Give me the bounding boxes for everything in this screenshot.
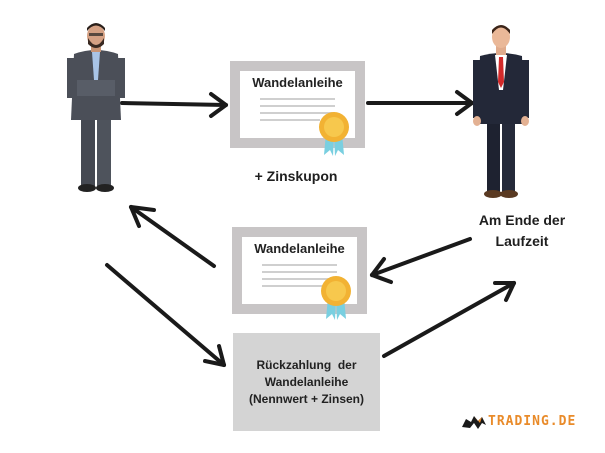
certificate-text-line [260,98,335,100]
top-certificate: Wandelanleihe [230,61,365,156]
arrow-certificate-to-issuer [366,90,474,116]
end-of-term-line-1: Am Ende der [478,212,566,228]
trading-de-logo: TRADING.DE [460,412,575,432]
certificate-text-line [260,112,335,114]
arrow-repayment-to-issuer [382,281,516,358]
arrow-investor-to-certificate [120,92,228,118]
end-of-term-label: Am Ende der Laufzeit [462,210,582,252]
repayment-line-2: Wandelanleihe [264,374,349,389]
arrow-issuer-to-middle-certificate [370,237,472,284]
middle-certificate: Wandelanleihe [232,227,367,320]
bull-bear-icon [462,416,486,429]
certificate-text-line [260,105,335,107]
coupon-label: + Zinskupon [254,168,338,184]
certificate-title: Wandelanleihe [252,75,343,90]
certificate-text-line [262,264,337,266]
seal-icon [319,112,349,156]
logo-text: TRADING.DE [488,414,577,429]
end-of-term-line-2: Laufzeit [495,233,549,249]
certificate-title: Wandelanleihe [254,241,345,256]
certificate-text-line [260,119,320,121]
repayment-line-3: (Nennwert + Zinsen) [248,391,364,406]
certificate-text-line [262,285,322,287]
seal-icon [321,276,351,320]
repayment-box: Rückzahlung der Wandelanleihe (Nennwert … [233,333,380,431]
certificate-text-line [262,271,337,273]
arrow-investor-to-repayment [105,263,226,367]
certificate-text-line [262,278,337,280]
repayment-line-1: Rückzahlung der [256,357,357,372]
arrow-certificate-back-to-investor [129,205,216,268]
investor-figure [67,23,125,192]
issuer-figure [473,25,529,198]
